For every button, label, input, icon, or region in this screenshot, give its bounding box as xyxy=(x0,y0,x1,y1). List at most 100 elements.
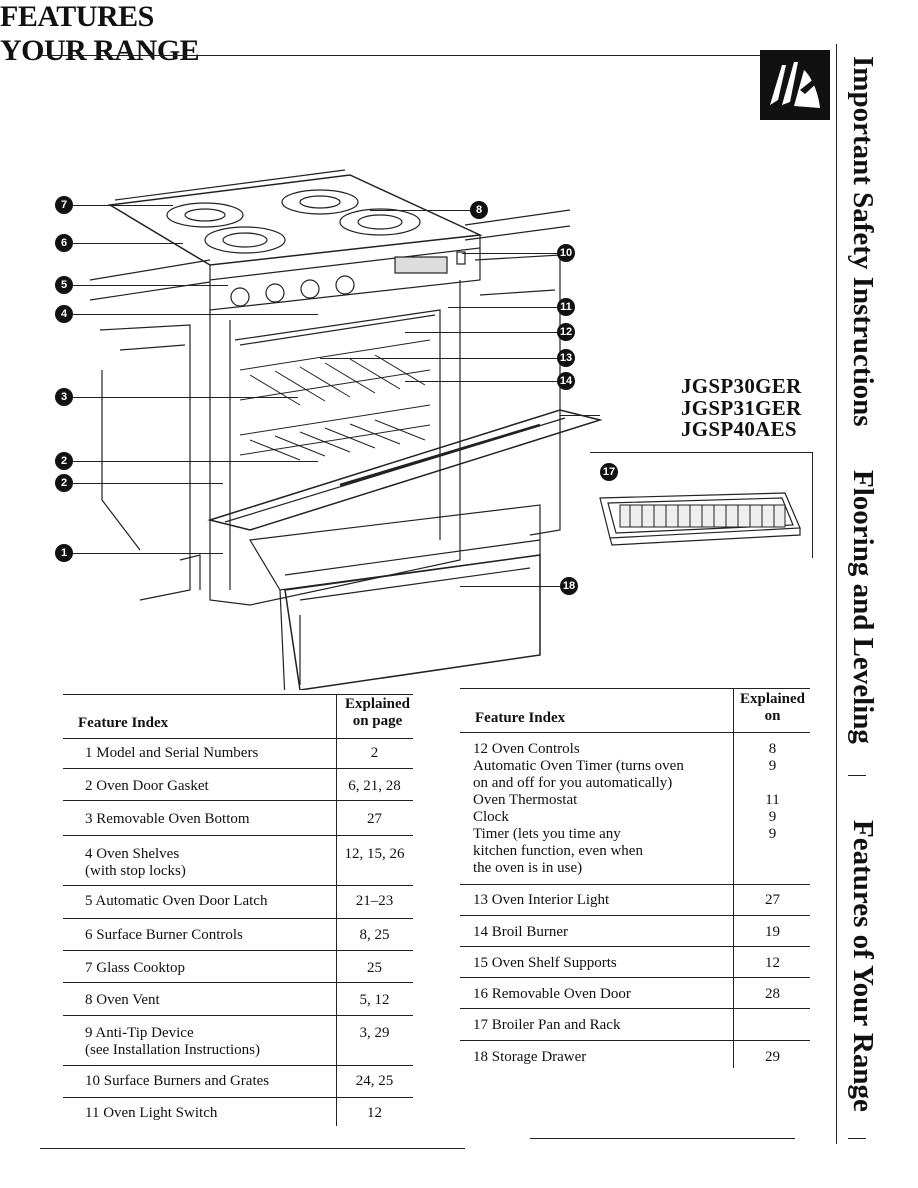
feature-cell: 5 Automatic Oven Door Latch xyxy=(85,893,268,909)
leader-line xyxy=(73,483,223,484)
callout-6: 5 xyxy=(55,276,73,294)
broiler-pan-inset xyxy=(590,452,813,558)
table-rule xyxy=(63,918,413,919)
table-rule xyxy=(460,946,810,947)
feature-index-header: Feature Index xyxy=(78,715,169,731)
leader-line xyxy=(560,415,600,416)
feature-cell: 8 Oven Vent xyxy=(85,992,160,1008)
feature-cell: 6 Surface Burner Controls xyxy=(85,927,243,943)
feature-cell: 4 Oven Shelves (with stop locks) xyxy=(85,846,186,879)
page-title-your-range: YOUR RANGE xyxy=(0,34,200,67)
page-cell: 2 xyxy=(370,745,379,761)
page-cell: 27 xyxy=(765,892,780,908)
page-cell: 8 9 11 9 9 xyxy=(765,741,780,842)
top-rule xyxy=(42,55,812,56)
model-number: JGSP31GER xyxy=(681,396,802,420)
leader-line xyxy=(460,586,560,587)
leader-line xyxy=(73,397,298,398)
table-rule xyxy=(63,950,413,951)
tab-flooring-leveling[interactable]: Flooring and Leveling xyxy=(847,470,879,744)
model-number: JGSP30GER xyxy=(681,374,802,398)
page-cell: 29 xyxy=(765,1049,780,1065)
table-rule xyxy=(63,1097,413,1098)
callout-17: 17 xyxy=(600,463,618,481)
table-rule xyxy=(63,738,413,739)
tab-separator xyxy=(848,1138,866,1139)
table-divider xyxy=(336,694,337,1126)
callout-12: 11 xyxy=(557,298,575,316)
feature-cell: 14 Broil Burner xyxy=(473,924,568,940)
feature-cell: 12 Oven Controls Automatic Oven Timer (t… xyxy=(473,741,684,876)
leader-line xyxy=(405,332,557,333)
leader-line xyxy=(405,381,557,382)
feature-cell: 13 Oven Interior Light xyxy=(473,892,610,908)
tab-important-safety[interactable]: Important Safety Instructions xyxy=(847,56,879,427)
bottom-rule xyxy=(530,1138,795,1139)
leader-line xyxy=(448,307,557,308)
callout-18: 18 xyxy=(560,577,578,595)
feature-cell: 9 Anti-Tip Device (see Installation Inst… xyxy=(85,1025,260,1058)
page-cell: 12 xyxy=(367,1105,382,1121)
leader-line xyxy=(73,314,318,315)
table-rule xyxy=(63,1065,413,1066)
callout-8: 7 xyxy=(55,196,73,214)
page-cell: 6, 21, 28 xyxy=(348,778,401,794)
table-rule xyxy=(460,732,810,733)
table-divider xyxy=(733,688,734,1068)
model-number: JGSP40AES xyxy=(681,417,797,441)
callout-11: 10 xyxy=(557,244,575,262)
callout-13: 12 xyxy=(557,323,575,341)
page-title-features: FEATURES xyxy=(0,0,154,33)
leader-line xyxy=(462,253,557,254)
table-rule xyxy=(460,688,810,689)
feature-cell: 3 Removable Oven Bottom xyxy=(85,811,250,827)
feature-cell: 11 Oven Light Switch xyxy=(85,1105,218,1121)
callout-4: 3 xyxy=(55,388,73,406)
page-cell: 19 xyxy=(765,924,780,940)
callout-15: 14 xyxy=(557,372,575,390)
feature-cell: 10 Surface Burners and Grates xyxy=(85,1073,270,1089)
table-rule xyxy=(460,884,810,885)
feature-cell: 18 Storage Drawer xyxy=(473,1049,587,1065)
table-rule xyxy=(63,835,413,836)
page-cell: 8, 25 xyxy=(359,927,390,943)
callout-7: 6 xyxy=(55,234,73,252)
callout-14: 13 xyxy=(557,349,575,367)
callout-1: 1 xyxy=(55,544,73,562)
tab-divider xyxy=(836,44,837,1144)
leader-line xyxy=(370,210,470,211)
leader-line xyxy=(320,358,557,359)
callout-10: 8 xyxy=(470,201,488,219)
page-cell: 5, 12 xyxy=(359,992,390,1008)
page-cell: 12, 15, 26 xyxy=(344,846,405,862)
callout-5: 4 xyxy=(55,305,73,323)
table-rule xyxy=(460,915,810,916)
callout-3: 2 xyxy=(55,452,73,470)
page-cell: 12 xyxy=(765,955,780,971)
tab-separator xyxy=(848,775,866,776)
feature-cell: 7 Glass Cooktop xyxy=(85,960,186,976)
hand-icon xyxy=(760,50,830,120)
feature-cell: 17 Broiler Pan and Rack xyxy=(473,1017,621,1033)
page-cell: 28 xyxy=(765,986,780,1002)
tab-features-range[interactable]: Features of Your Range xyxy=(847,820,879,1112)
table-rule xyxy=(63,800,413,801)
feature-cell: 16 Removable Oven Door xyxy=(473,986,631,1002)
table-rule xyxy=(63,694,413,695)
page-cell: 3, 29 xyxy=(359,1025,390,1041)
page-cell: 21–23 xyxy=(355,893,394,909)
page-cell: 27 xyxy=(367,811,382,827)
table-rule xyxy=(460,1040,810,1041)
table-rule xyxy=(460,977,810,978)
callout-2: 2 xyxy=(55,474,73,492)
table-rule xyxy=(460,1008,810,1009)
leader-line xyxy=(73,243,183,244)
explained-header: Explained on page xyxy=(344,696,411,729)
bottom-rule xyxy=(40,1148,465,1149)
page-cell: 24, 25 xyxy=(355,1073,394,1089)
table-rule xyxy=(63,982,413,983)
leader-line xyxy=(73,461,318,462)
feature-cell: 2 Oven Door Gasket xyxy=(85,778,209,794)
feature-cell: 15 Oven Shelf Supports xyxy=(473,955,617,971)
leader-line xyxy=(73,285,228,286)
